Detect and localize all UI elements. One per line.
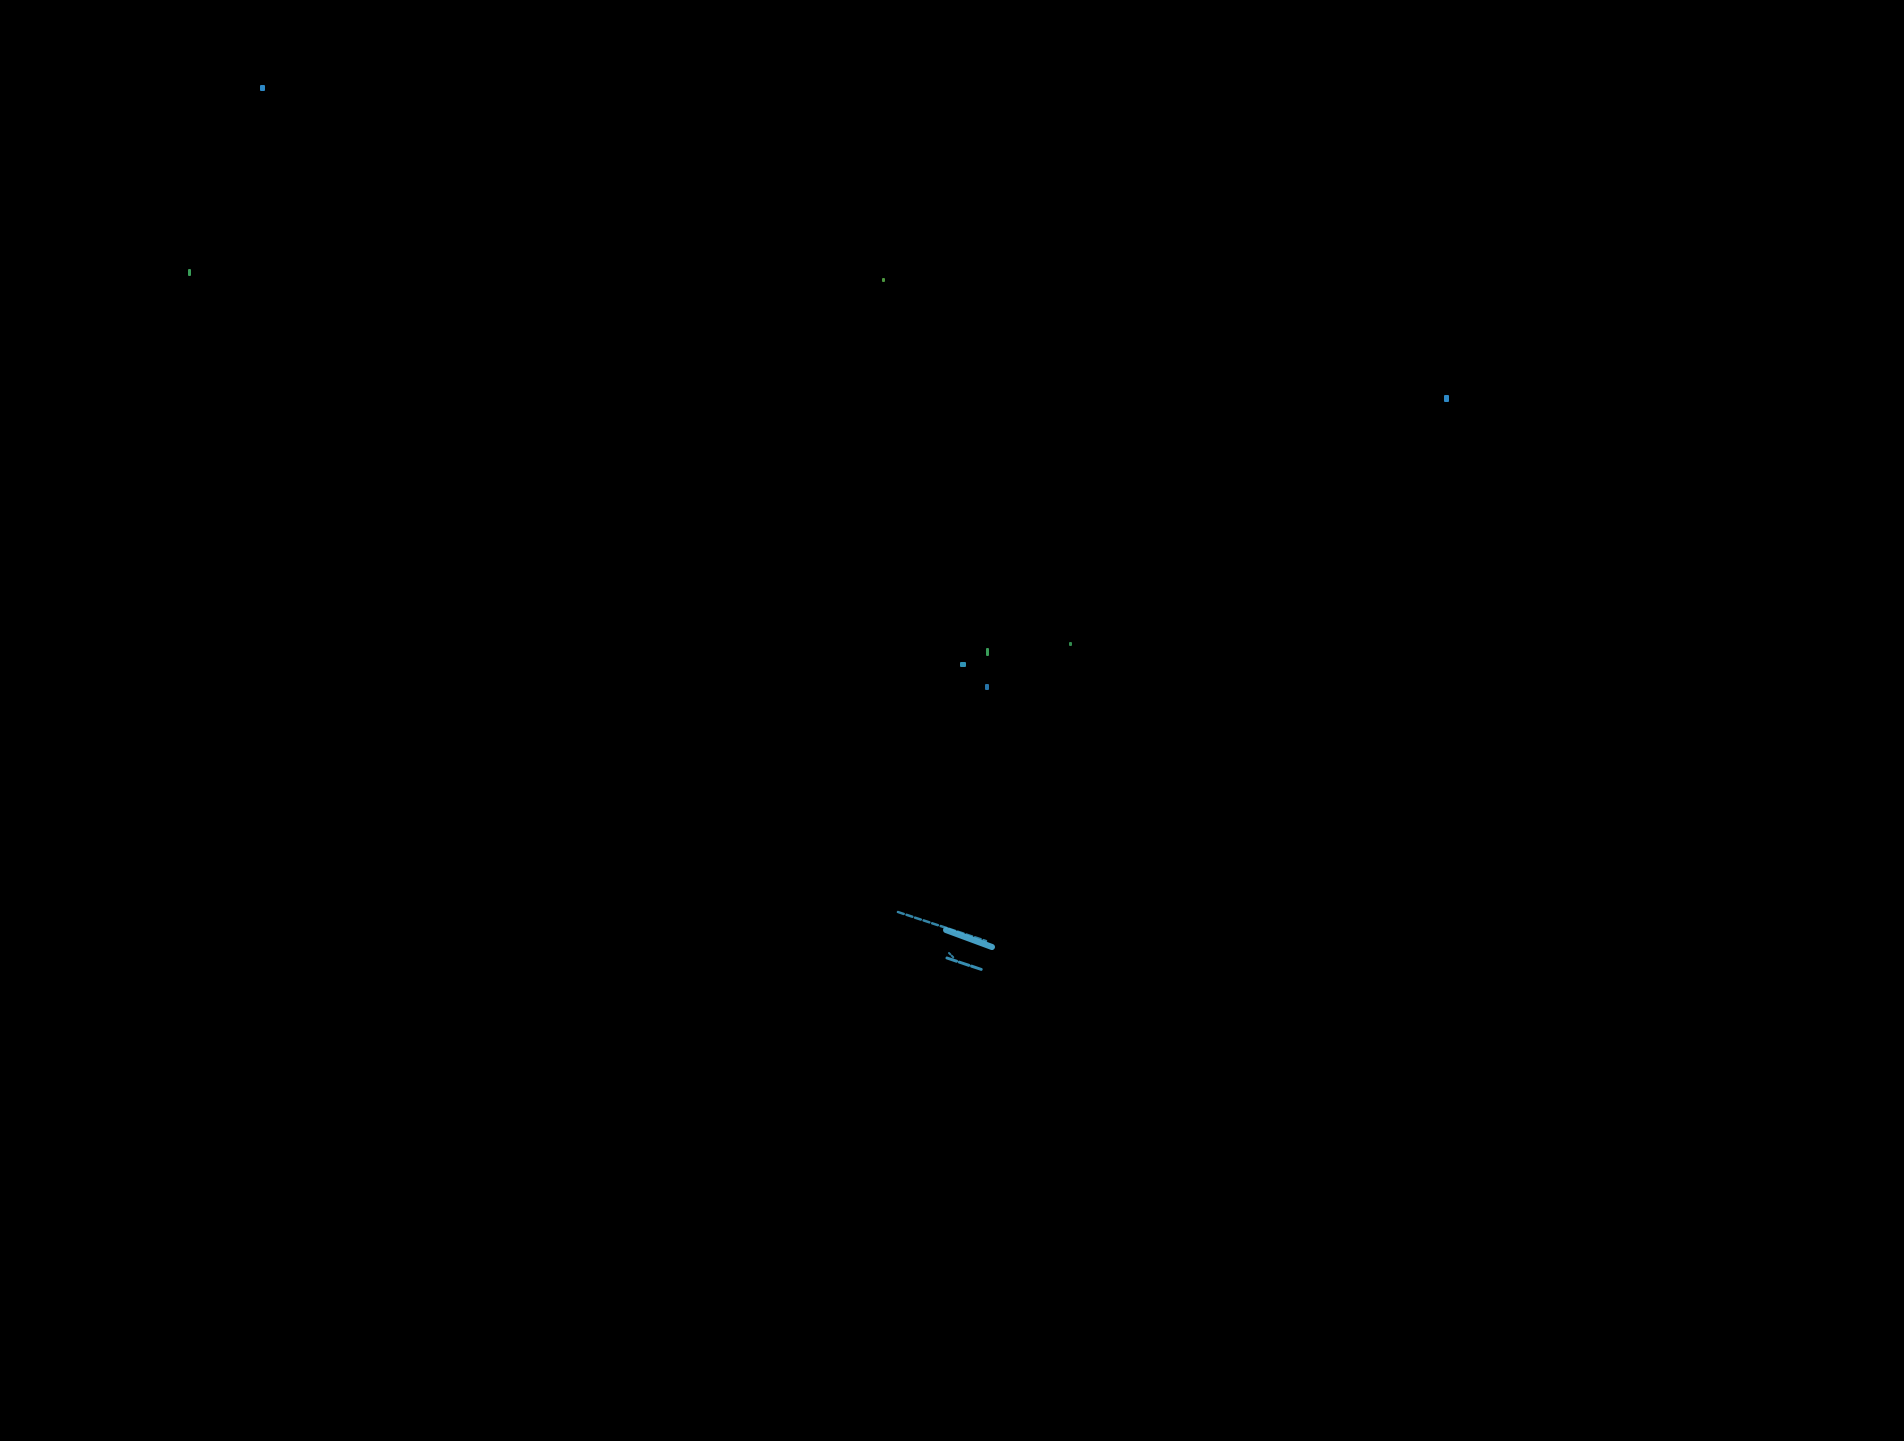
green-dot-center-top — [882, 278, 885, 282]
streak-upper-thin — [896, 910, 988, 943]
blue-dot-top-left — [260, 85, 265, 91]
green-speck-center-1 — [986, 648, 989, 656]
green-speck-left — [188, 269, 191, 276]
cyan-speck-center — [960, 662, 966, 667]
green-speck-center-2 — [1069, 642, 1072, 646]
streak-upper-thick — [943, 927, 995, 950]
streak-lower-tick — [948, 952, 955, 959]
blue-speck-center-low — [985, 684, 989, 690]
streak-lower — [945, 956, 985, 972]
blue-dot-right — [1444, 395, 1449, 402]
